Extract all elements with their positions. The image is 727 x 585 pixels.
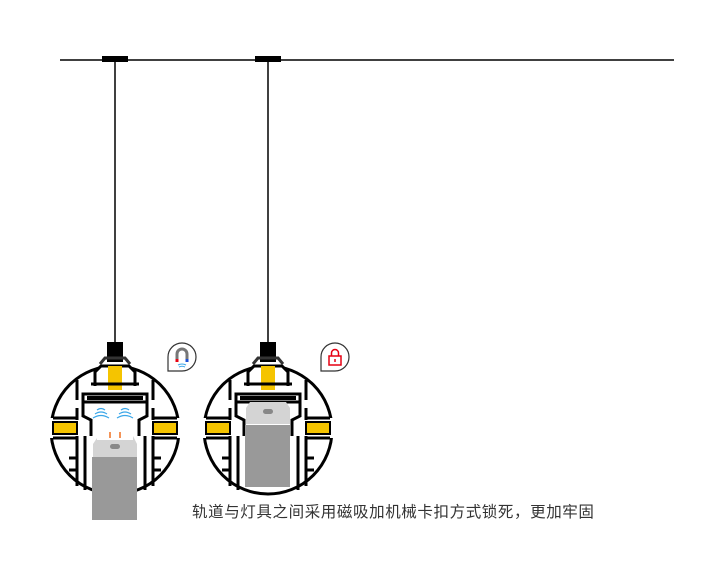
lock-icon — [328, 348, 342, 366]
magnet-badge — [167, 342, 197, 372]
ceiling-mount-2 — [255, 56, 281, 62]
lamp-body — [92, 457, 137, 520]
magnet-icon — [175, 347, 189, 368]
fixture-magnetic-attach — [45, 340, 185, 520]
lamp-body — [245, 425, 290, 487]
caption-text: 轨道与灯具之间采用磁吸加机械卡扣方式锁死，更加牢固 — [192, 503, 595, 521]
ceiling-mount-1 — [102, 56, 128, 62]
magnetic-wave-icon — [92, 407, 134, 419]
lock-badge — [320, 342, 350, 372]
fixture-mechanical-lock — [198, 340, 338, 496]
